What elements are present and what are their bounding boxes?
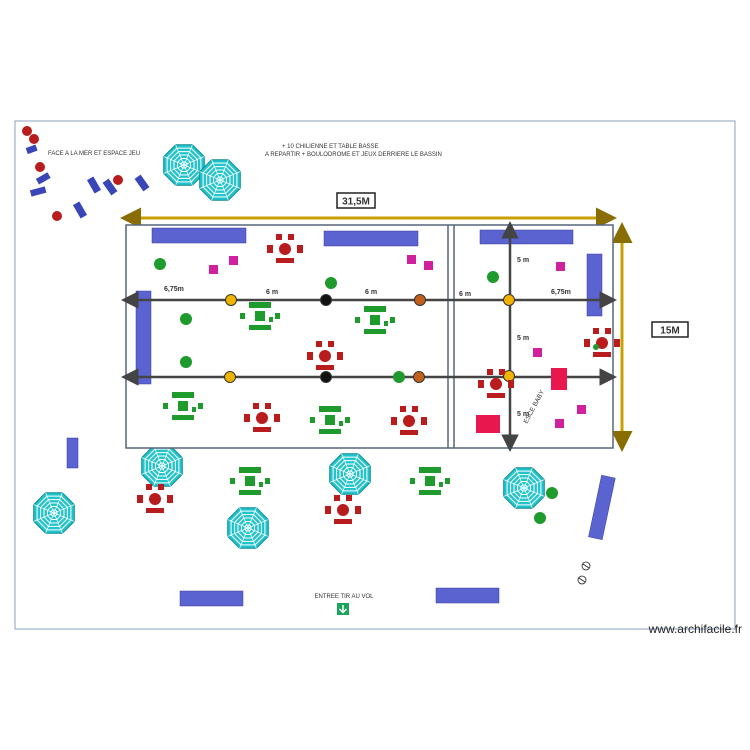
umbrella-icon [329,453,371,495]
spacing-label: 6 m [266,289,278,296]
umbrella-group [33,144,545,549]
spacing-label: 6,75m [551,289,571,296]
dining-set-red [325,495,361,524]
dining-set-red [391,406,427,435]
dining-set-red [584,328,620,357]
watermark: www.archifacile.fr [648,622,742,636]
spacing-label: 5 m [517,411,529,418]
plant-group [154,258,599,524]
furniture-group [137,234,620,524]
dining-set-green [240,302,280,330]
umbrella-icon [163,144,205,186]
umbrella-icon [141,445,183,487]
entrance-label: ENTREE TIR AU VOL [315,594,375,600]
spacing-nodes [224,294,515,383]
spacing-label: 6,75m [164,286,184,293]
toy-icon [577,561,591,585]
dining-set-red [307,341,343,370]
dining-set-red [137,484,173,513]
baby-zone-block [551,368,567,390]
spacing-lines [121,221,617,452]
spacing-label: 6 m [365,289,377,296]
entrance-arrow-icon [337,603,349,615]
lounger-group [24,143,151,220]
main-area [125,224,614,449]
note-boulodrome: A REPARTIR + BOULODROME ET JEUX DERRIERE… [265,152,442,158]
bench-group [66,227,616,607]
width-label-box [336,192,376,209]
spacing-label: 5 m [517,335,529,342]
dining-set-red [244,403,280,432]
dining-set-green [230,467,270,495]
note-sea-view: FACE A LA MER ET ESPACE JEU [48,151,140,157]
height-label-box [651,321,689,338]
umbrella-icon [33,492,75,534]
baby-zone-block [476,415,500,433]
spacing-label: 6 m [459,291,471,298]
dining-set-green [355,306,395,334]
umbrella-icon [199,159,241,201]
stool-group [22,126,123,221]
umbrella-icon [227,507,269,549]
note-chairs: + 10 CHILIENNE ET TABLE BASSE [282,144,379,150]
dining-set-red [478,369,514,398]
dining-set-red [267,234,303,263]
dining-set-green [410,467,450,495]
marker-group [209,255,586,428]
dining-set-green [310,406,350,434]
spacing-label: 5 m [517,257,529,264]
dining-set-green [163,392,203,420]
height-label: 15M [660,326,679,337]
umbrella-icon [503,467,545,509]
width-label: 31,5M [342,197,370,208]
site-boundary [14,120,736,630]
